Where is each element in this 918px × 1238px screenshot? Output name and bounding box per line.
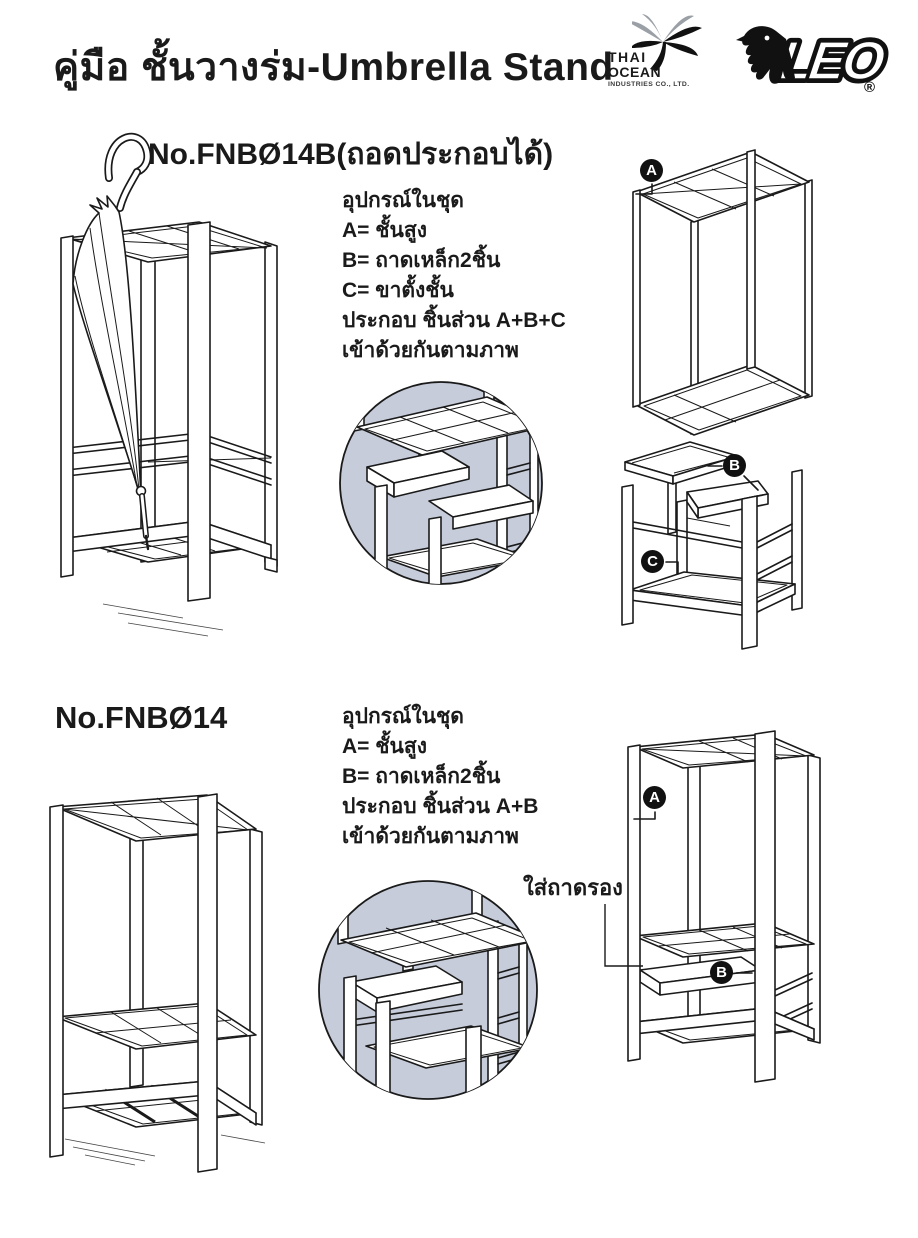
thai-ocean-name-line2: OCEAN [608,64,662,80]
part-item: A= ชั้นสูง [342,219,427,242]
parts-list-fnb014: อุปกรณ์ในชุด A= ชั้นสูง B= ถาดเหล็ก2ชิ้น… [342,702,538,852]
lion-head-icon [736,26,795,84]
part-label-a-badge: A [643,786,666,809]
parts-header: อุปกรณ์ในชุด [342,705,464,728]
assembly-detail-circle-1 [339,381,543,585]
frame-part-a-figure [632,149,813,436]
model-number-fnb014b: No.FNBØ14B(ถอดประกอบได้) [148,138,554,171]
parts-list-fnb014b: อุปกรณ์ในชุด A= ชั้นสูง B= ถาดเหล็ก2ชิ้น… [342,186,566,366]
assembly-instruction-line1: ประกอบ ชิ้นส่วน A+B [342,795,539,818]
part-item: B= ถาดเหล็ก2ชิ้น [342,765,501,788]
leo-logo: LEO LEO ® [736,26,890,96]
insert-tray-leader-line [604,904,643,967]
umbrella-stand-figure [60,132,278,637]
part-label-a: A [649,789,660,806]
thai-ocean-logo: THAI OCEAN INDUSTRIES CO., LTD. [606,12,706,92]
assembly-instruction-line2: เข้าด้วยกันตามภาพ [342,825,519,848]
part-label-b: B [716,964,727,981]
model-number-fnb014: No.FNBØ14 [55,700,228,735]
base-parts-bc-figure [621,441,803,650]
registered-mark: ® [864,79,875,96]
assembly-detail-circle-2 [318,880,538,1100]
part-item: B= ถาดเหล็ก2ชิ้น [342,249,501,272]
part-label-b: B [729,457,740,474]
thai-ocean-subtitle: INDUSTRIES CO., LTD. [608,81,690,88]
palm-tree-icon [632,14,702,71]
part-item: C= ขาตั้งชั้น [342,279,454,302]
part-label-a-badge: A [640,159,663,182]
stand-figure [49,793,266,1173]
part-label-c: C [647,553,658,570]
part-item: A= ชั้นสูง [342,735,427,758]
leo-wordmark: LEO [775,31,888,91]
part-label-c-badge: C [641,550,664,573]
parts-header: อุปกรณ์ในชุด [342,189,464,212]
insert-tray-note: ใส่ถาดรอง [523,875,623,900]
assembled-stand-ab-figure [604,730,821,1083]
umbrella-icon [72,132,152,551]
assembly-instruction-line1: ประกอบ ชิ้นส่วน A+B+C [342,309,566,332]
part-label-b-badge: B [723,454,746,477]
assembly-instruction-line2: เข้าด้วยกันตามภาพ [342,339,519,362]
thai-ocean-name-line1: THAI [608,49,647,65]
page-title: คู่มือ ชั้นวางร่ม-Umbrella Stand [53,46,614,89]
part-label-b-badge: B [710,961,733,984]
part-label-a: A [646,162,657,179]
